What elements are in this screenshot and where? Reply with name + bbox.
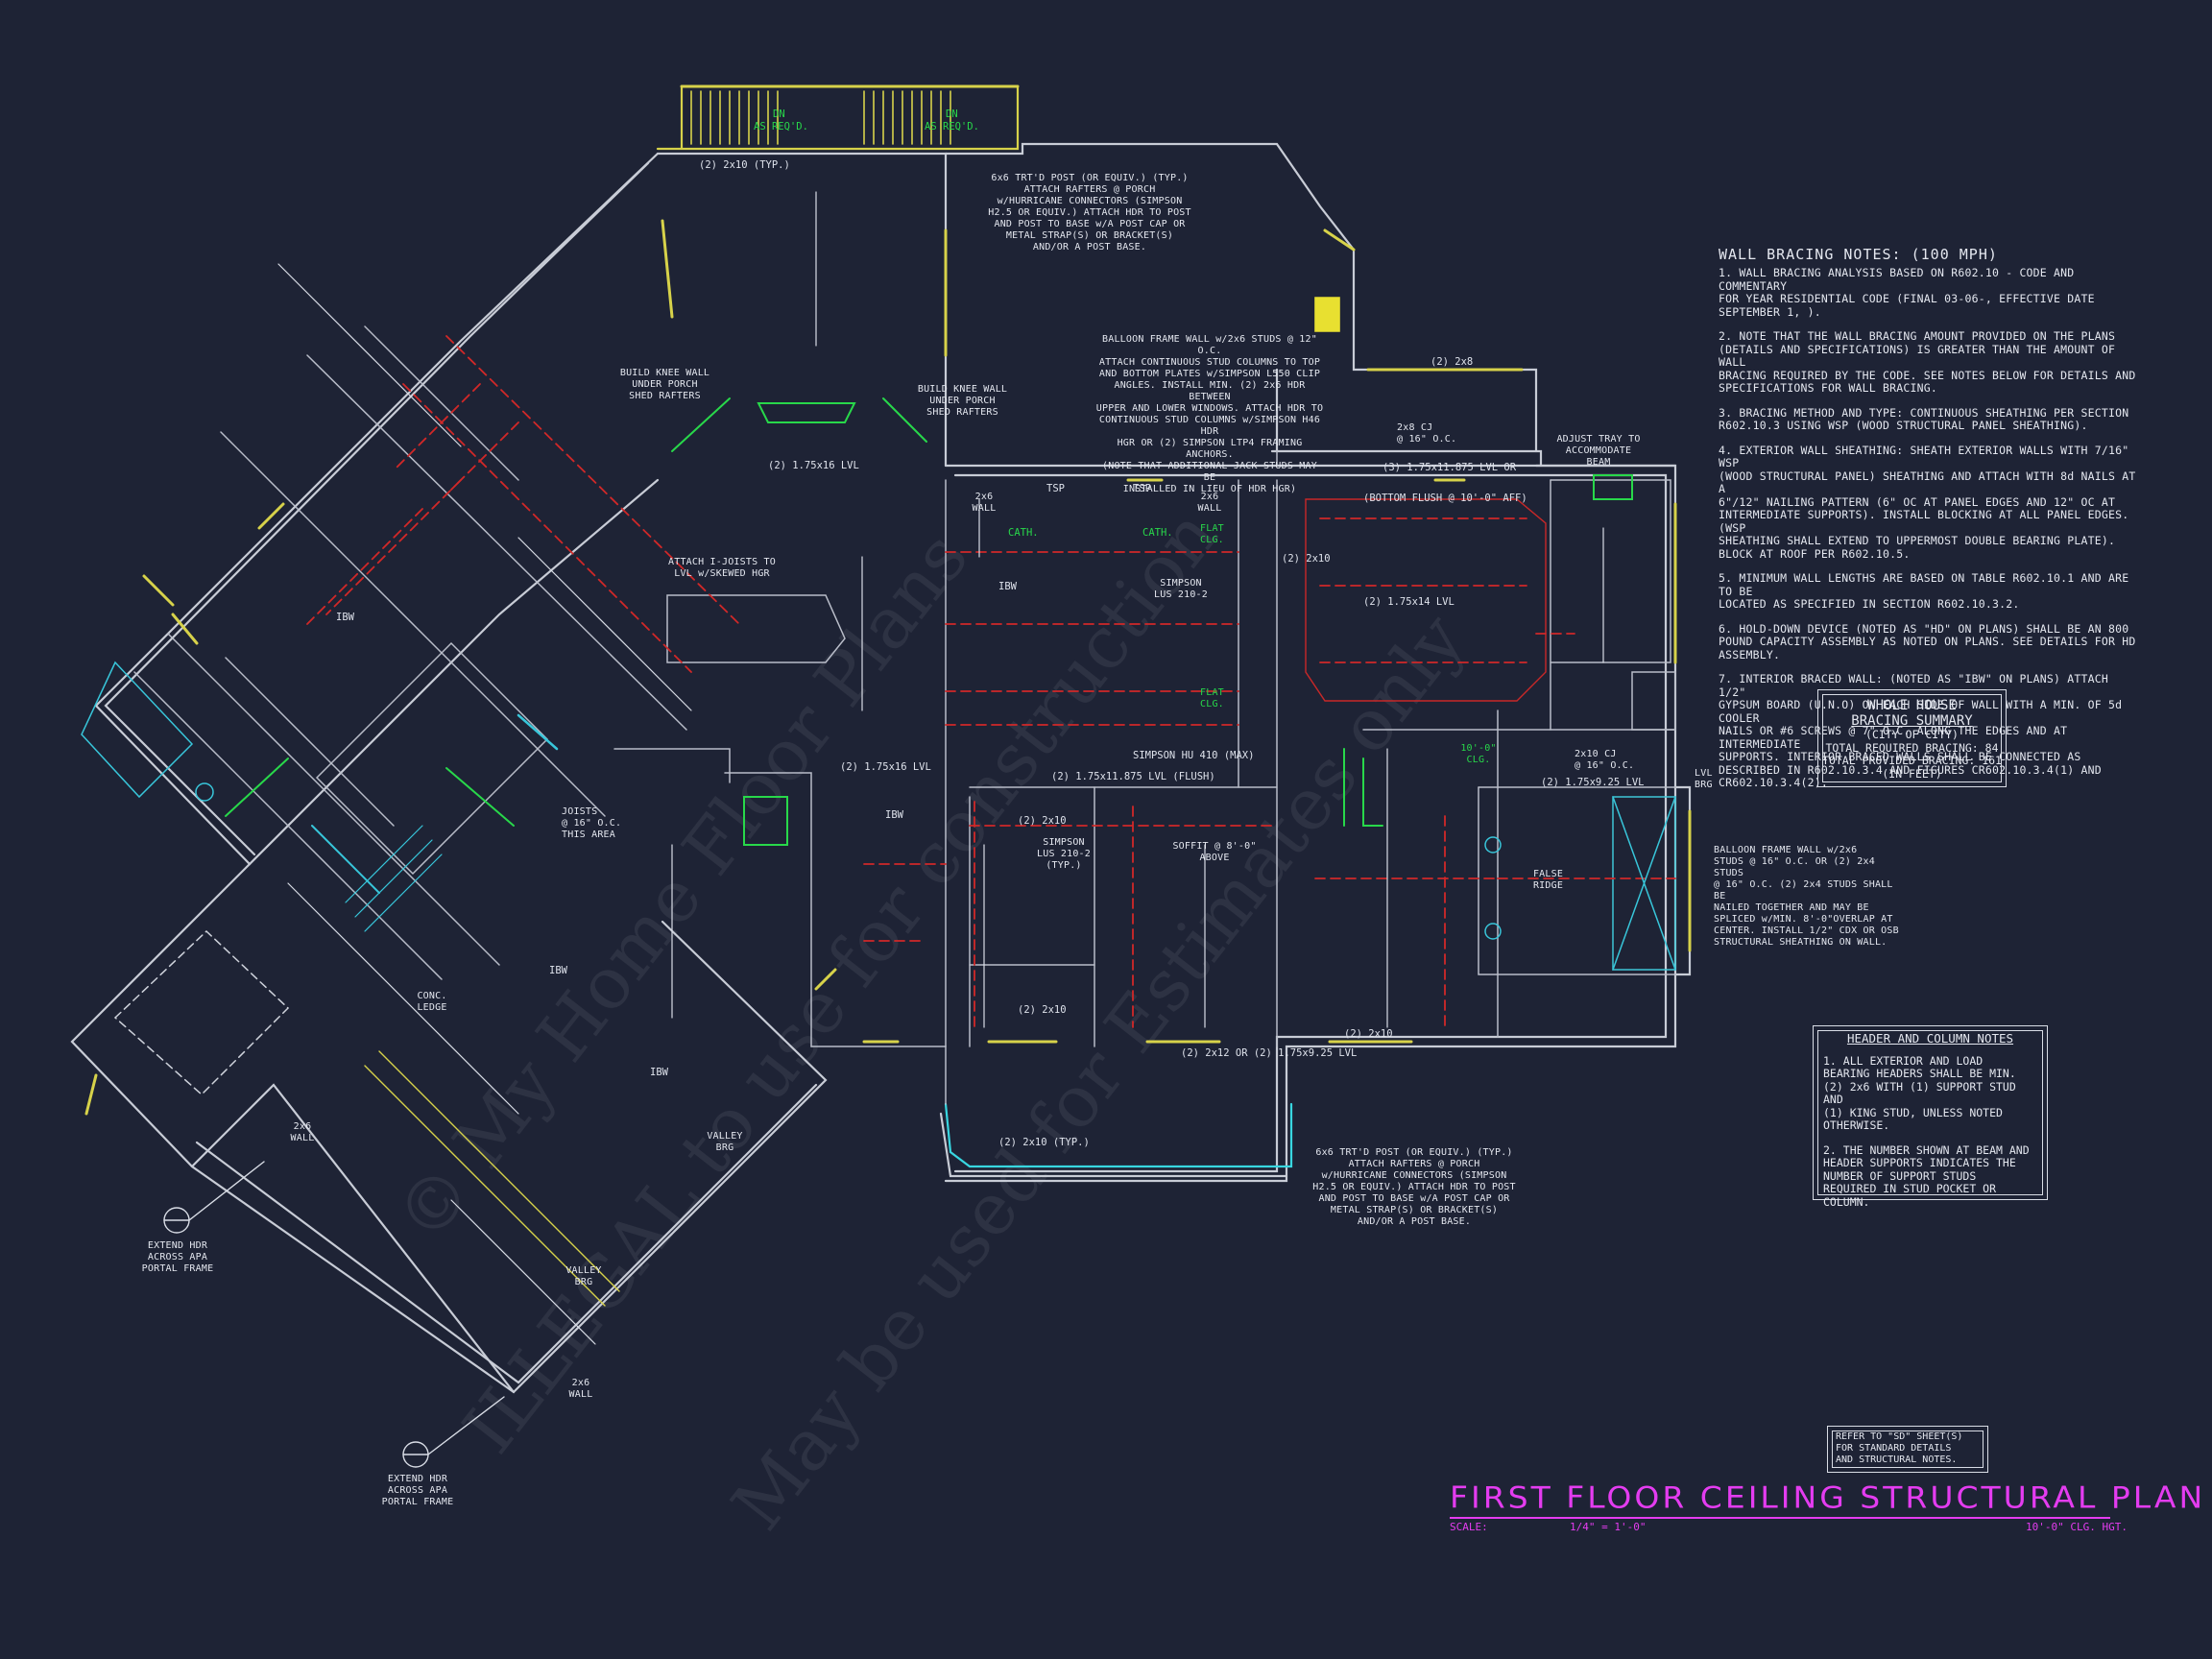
extend-hdr-label-2: EXTEND HDR ACROSS APA PORTAL FRAME: [381, 1474, 454, 1507]
scale-value: 1/4" = 1'-0": [1570, 1521, 1647, 1533]
adjust-tray-note: ADJUST TRAY TO ACCOMMODATE BEAM: [1556, 434, 1641, 468]
knee-wall-note-2: BUILD KNEE WALL UNDER PORCH SHED RAFTERS: [917, 384, 1008, 418]
label-hdr-2x10-c: (2) 2x10: [1344, 1028, 1393, 1040]
label-ibw-2: IBW: [885, 809, 904, 821]
header-column-note-2: 2. THE NUMBER SHOWN AT BEAM AND HEADER S…: [1823, 1142, 2030, 1209]
header-column-notes-box: HEADER AND COLUMN NOTES 1. ALL EXTERIOR …: [1813, 1025, 2048, 1208]
scale-label: SCALE:: [1450, 1521, 1488, 1533]
label-lvl-16-a: (2) 1.75x16 LVL: [768, 460, 859, 471]
label-ibw-3: IBW: [336, 612, 355, 623]
wall-bracing-note-7: 7. INTERIOR BRACED WALL: (NOTED AS "IBW"…: [1719, 672, 2123, 789]
bracing-summary-title-2: BRACING SUMMARY: [1851, 713, 1973, 729]
wall-2x6-label-1: 2x6 WALL: [290, 1121, 315, 1143]
label-cath-1: CATH.: [1008, 527, 1039, 539]
wall-2x6-label-2: 2x6 WALL: [568, 1378, 593, 1400]
wall-bracing-note-1: 1. WALL BRACING ANALYSIS BASED ON R602.1…: [1719, 266, 2095, 319]
beams: [225, 397, 1633, 846]
false-ridge-label: FALSE RIDGE: [1532, 869, 1564, 891]
simpson-lus-label-1: SIMPSON LUS 210-2: [1154, 578, 1208, 600]
label-req-1: AS REQ'D.: [754, 121, 808, 132]
wall-bracing-note-5: 5. MINIMUM WALL LENGTHS ARE BASED ON TAB…: [1719, 571, 2129, 611]
flat-clg-label-2: FLAT CLG.: [1200, 687, 1224, 709]
valley-brg-label-1: VALLEY BRG: [707, 1131, 743, 1153]
soffit-label: SOFFIT @ 8'-0" ABOVE: [1172, 841, 1257, 863]
label-simpson-hu: SIMPSON HU 410 (MAX): [1133, 750, 1254, 761]
cj-2x8-label: 2x8 CJ @ 16" O.C.: [1397, 422, 1457, 445]
label-tsp-2: TSP: [1133, 483, 1151, 494]
header-column-heading: HEADER AND COLUMN NOTES: [1846, 1031, 2014, 1046]
bracing-summary-title-1: WHOLE HOUSE: [1867, 698, 1957, 713]
post-note-2: 6x6 TRT'D POST (OR EQUIV.) (TYP.) ATTACH…: [1312, 1147, 1516, 1227]
label-tsp-1: TSP: [1046, 483, 1065, 494]
extend-hdr-label-1: EXTEND HDR ACROSS APA PORTAL FRAME: [141, 1240, 214, 1274]
wall-bracing-note-6: 6. HOLD-DOWN DEVICE (NOTED AS "HD" ON PL…: [1719, 621, 2136, 661]
bracing-summary-units: (IN FEET): [1882, 766, 1942, 781]
post-note-1: 6x6 TRT'D POST (OR EQUIV.) (TYP.) ATTACH…: [988, 173, 1191, 252]
wall-bracing-heading: WALL BRACING NOTES: (100 MPH): [1719, 246, 1998, 263]
lvl-brg-label: LVL BRG: [1695, 768, 1713, 790]
clg-10-label: 10'-0" CLG.: [1460, 743, 1497, 765]
refer-note-box: REFER TO "SD" SHEET(S) FOR STANDARD DETA…: [1827, 1426, 1988, 1473]
label-lvl-925-or: (2) 2x12 OR (2) 1.75x9.25 LVL: [1181, 1047, 1357, 1059]
wall-bracing-notes: WALL BRACING NOTES: (100 MPH) 1. WALL BR…: [1719, 246, 2141, 802]
label-lvl-16-b: (2) 1.75x16 LVL: [840, 761, 931, 773]
flat-clg-label-1: FLAT CLG.: [1200, 523, 1224, 545]
porch-stairs: [364, 90, 1340, 1307]
bracing-summary-city: (CITY OF CITY): [1865, 728, 1959, 741]
label-lvl-11875-or: (3) 1.75x11.875 LVL OR: [1382, 462, 1517, 473]
fixtures: [81, 661, 1676, 971]
title-underline: [1450, 1517, 2110, 1519]
wall-2x6-label-4: 2x6 WALL: [1197, 492, 1222, 514]
valley-brg-label-2: VALLEY BRG: [565, 1265, 602, 1287]
label-hdr-2x10-typ-2: (2) 2x10 (TYP.): [998, 1137, 1090, 1148]
bracing-summary-provided: TOTAL PROVIDED BRACING: 161: [1822, 754, 2002, 767]
wall-bracing-note-3: 3. BRACING METHOD AND TYPE: CONTINUOUS S…: [1719, 405, 2129, 432]
wall-2x6-label-3: 2x6 WALL: [972, 492, 997, 514]
label-hdr-2x8: (2) 2x8: [1431, 356, 1473, 368]
label-lvl-flush: (2) 1.75x11.875 LVL (FLUSH): [1051, 771, 1215, 782]
label-hdr-2x10-typ: (2) 2x10 (TYP.): [699, 159, 790, 171]
label-lvl-925: (2) 1.75x9.25 LVL: [1541, 777, 1644, 788]
simpson-lus-label-2: SIMPSON LUS 210-2 (TYP.): [1037, 837, 1091, 871]
label-ibw-5: IBW: [650, 1067, 669, 1078]
label-lvl-14: (2) 1.75x14 LVL: [1363, 596, 1455, 608]
label-req-2: AS REQ'D.: [925, 121, 979, 132]
wall-bracing-note-2: 2. NOTE THAT THE WALL BRACING AMOUNT PRO…: [1719, 329, 2136, 395]
cj-2x10-label: 2x10 CJ @ 16" O.C.: [1575, 749, 1635, 771]
plan-title: FIRST FLOOR CEILING STRUCTURAL PLAN: [1450, 1479, 2206, 1516]
attach-ijoists-note: ATTACH I-JOISTS TO LVL w/SKEWED HGR: [668, 557, 776, 579]
balloon-note-2: BALLOON FRAME WALL w/2x6 STUDS @ 16" O.C…: [1714, 845, 1899, 948]
span-arrows: [277, 191, 1604, 1345]
bracing-summary-required: TOTAL REQUIRED BRACING: 84: [1825, 740, 1999, 755]
label-dn-1: DN: [773, 108, 785, 120]
label-cath-2: CATH.: [1142, 527, 1173, 539]
label-ibw-4: IBW: [549, 965, 568, 976]
ceiling-height: 10'-0" CLG. HGT.: [2026, 1521, 2128, 1533]
label-hdr-2x10-d: (2) 2x10: [1282, 553, 1331, 565]
label-bottom-flush: (BOTTOM FLUSH @ 10'-0" AFF): [1363, 493, 1527, 504]
conc-ledge-label: CONC. LEDGE: [417, 991, 447, 1013]
label-ibw-1: IBW: [998, 581, 1018, 592]
label-hdr-2x10-a: (2) 2x10: [1018, 815, 1067, 827]
balloon-note: BALLOON FRAME WALL w/2x6 STUDS @ 12" O.C…: [1095, 334, 1324, 494]
joists-area-label: JOISTS @ 16" O.C. THIS AREA: [562, 806, 622, 840]
section-markers: [163, 1161, 505, 1468]
joists: [306, 335, 1676, 1028]
refer-note-text: REFER TO "SD" SHEET(S) FOR STANDARD DETA…: [1836, 1431, 1963, 1465]
header-column-note-1: 1. ALL EXTERIOR AND LOAD BEARING HEADERS…: [1823, 1053, 2016, 1132]
label-hdr-2x10-b: (2) 2x10: [1018, 1004, 1067, 1016]
wall-bracing-note-4: 4. EXTERIOR WALL SHEATHING: SHEATH EXTER…: [1719, 443, 2136, 561]
window-openings: [84, 84, 1692, 1116]
label-dn-2: DN: [946, 108, 958, 120]
knee-wall-note-1: BUILD KNEE WALL UNDER PORCH SHED RAFTERS: [619, 368, 710, 401]
bracing-summary-box: WHOLE HOUSE BRACING SUMMARY (CITY OF CIT…: [1817, 689, 2007, 787]
